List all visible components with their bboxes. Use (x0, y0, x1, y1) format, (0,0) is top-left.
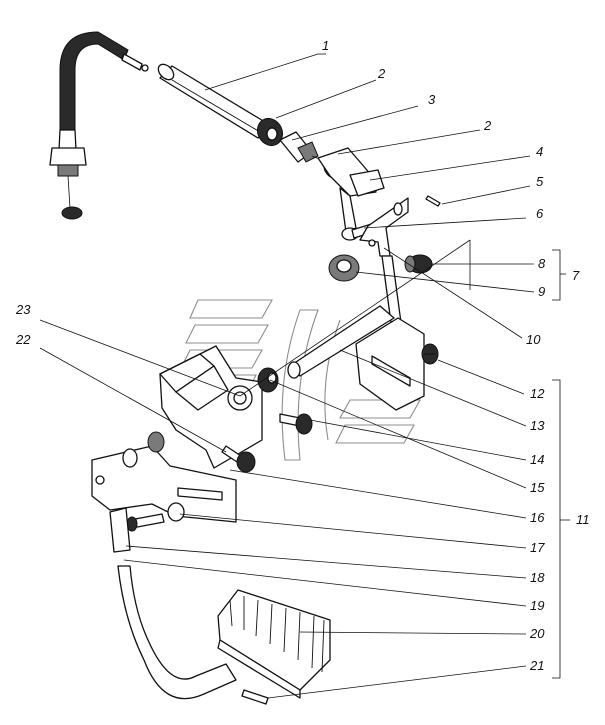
label-5: 5 (536, 174, 544, 189)
part-4-bracket (317, 147, 385, 233)
part-12-bolt (421, 343, 439, 365)
part-14-bolt (279, 413, 313, 435)
label-3: 3 (428, 92, 436, 107)
label-17: 17 (530, 540, 545, 555)
label-7: 7 (572, 268, 580, 283)
pedal-mount-plate (91, 431, 237, 523)
part-23-nut (227, 385, 253, 411)
part-22-bolt (221, 445, 256, 473)
bracket-11 (552, 379, 570, 679)
part-1-sleeve (157, 63, 271, 139)
label-13: 13 (530, 418, 545, 433)
part-9-bumper (328, 254, 360, 282)
part-20-pedal-pad (217, 589, 331, 699)
label-15: 15 (530, 480, 545, 495)
label-6: 6 (536, 206, 544, 221)
label-10: 10 (526, 332, 541, 347)
label-20: 20 (529, 626, 545, 641)
leader-lines (39, 53, 535, 699)
part-13-lever (287, 305, 425, 411)
label-9: 9 (538, 284, 545, 299)
label-2-upper: 2 (377, 66, 386, 81)
label-4: 4 (536, 144, 543, 159)
label-22: 22 (15, 332, 31, 347)
part-18-bushing (109, 507, 131, 553)
part-3-bushing (279, 131, 323, 163)
label-12: 12 (530, 386, 545, 401)
label-21: 21 (529, 658, 544, 673)
part-2-grommet (256, 117, 284, 147)
part-16-bracket (159, 345, 263, 469)
bracket-7 (552, 249, 566, 301)
part-21-pin (241, 689, 269, 705)
part-19-pedal-arm (117, 565, 237, 700)
label-16: 16 (530, 510, 545, 525)
cable-conduit-bend (59, 31, 149, 131)
part-10-bushing (257, 367, 279, 393)
label-14: 14 (530, 452, 544, 467)
label-1: 1 (322, 38, 329, 53)
label-18: 18 (530, 570, 545, 585)
label-23: 23 (15, 302, 31, 317)
part-17-bolt (126, 502, 185, 532)
label-19: 19 (530, 598, 544, 613)
cable-end-fitting (49, 129, 87, 220)
label-11: 11 (576, 512, 590, 527)
label-2-lower: 2 (483, 118, 492, 133)
label-8: 8 (538, 256, 546, 271)
part-5-cotter-pin (425, 195, 441, 207)
